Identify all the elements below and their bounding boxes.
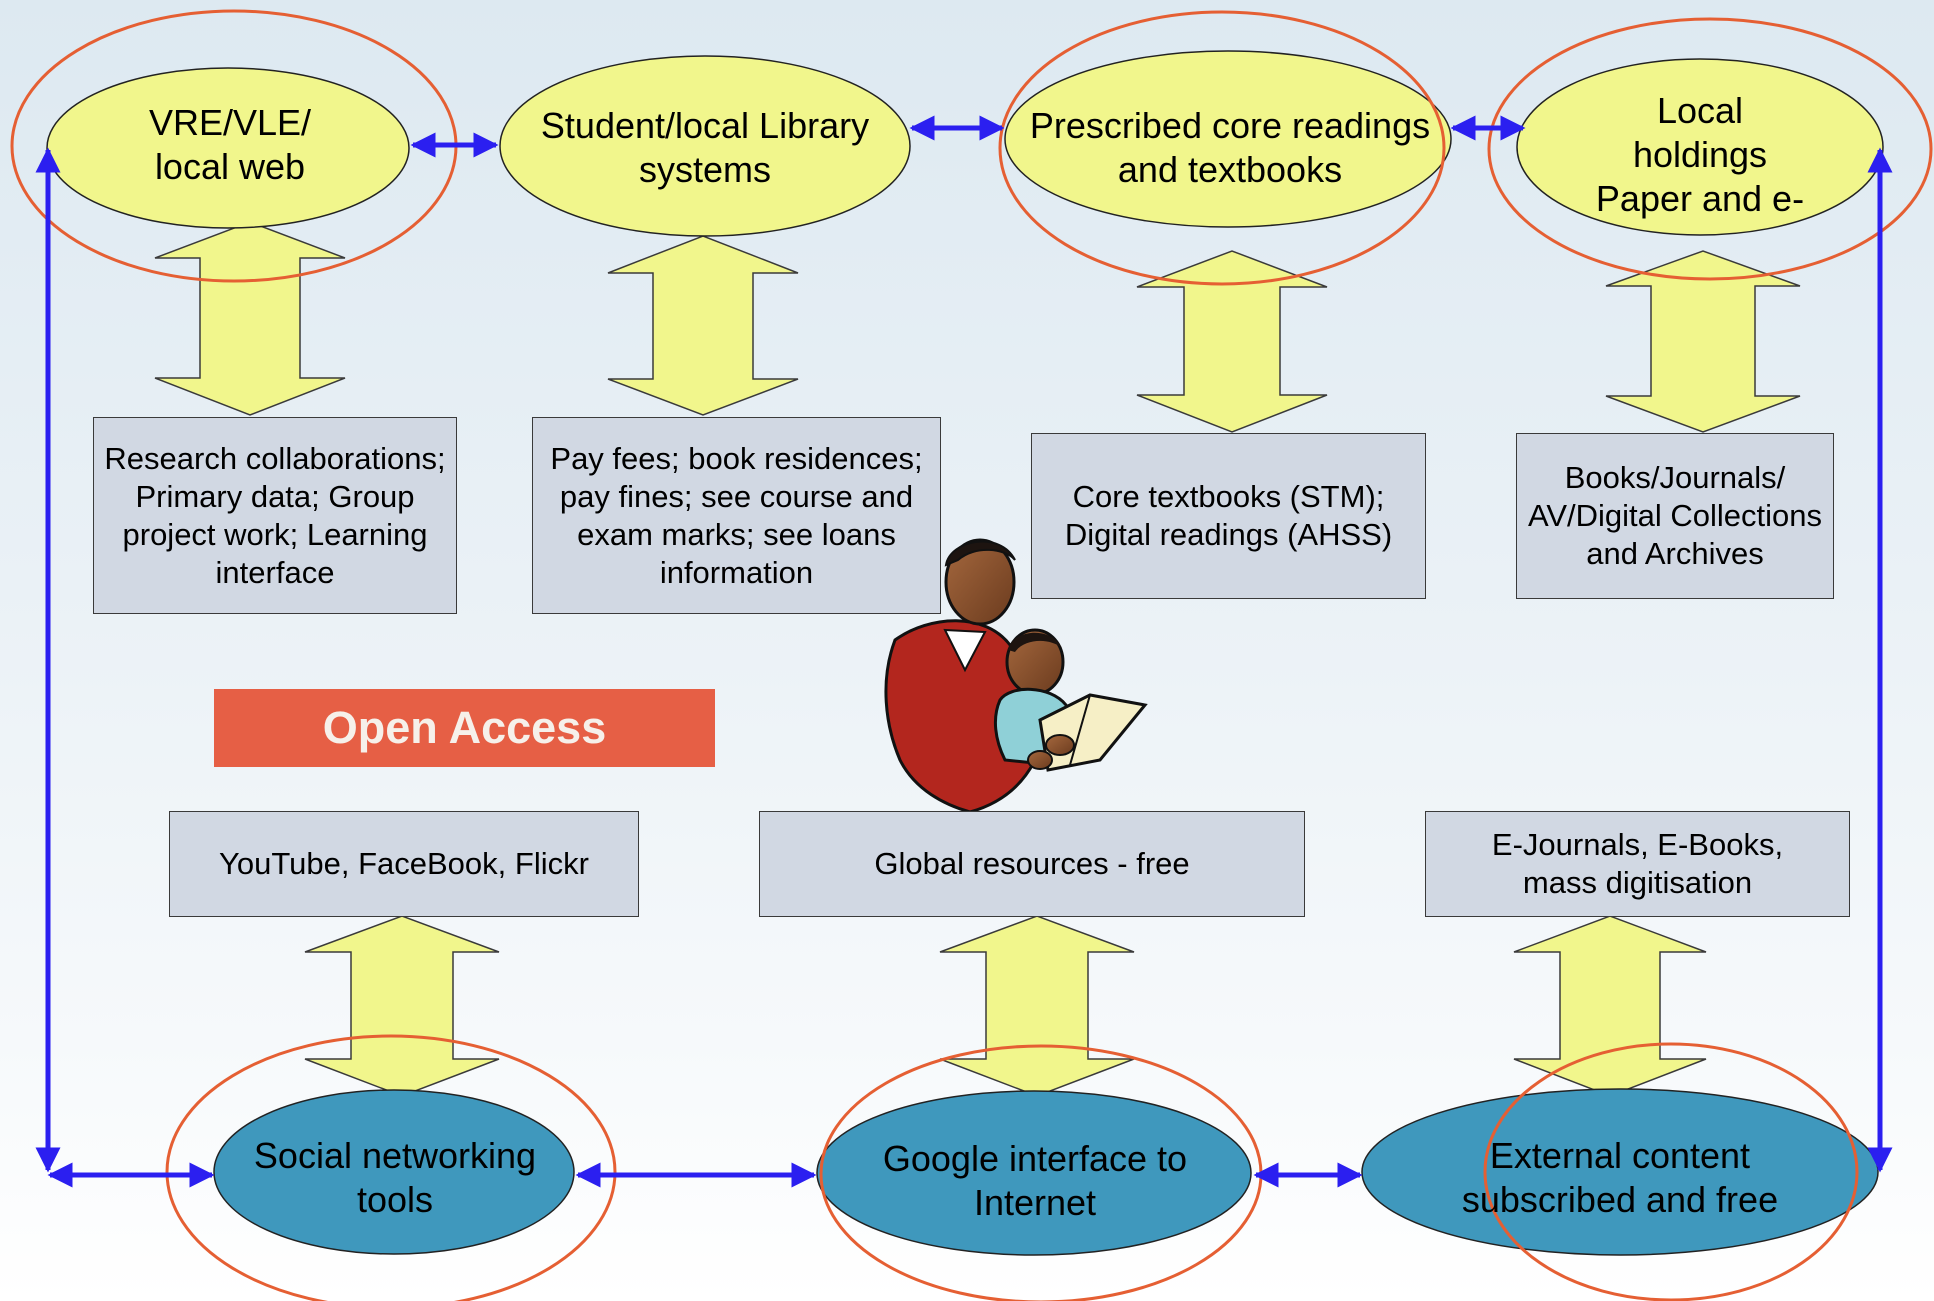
box-research: Research collaborations;Primary data; Gr… — [93, 417, 457, 614]
highlight-ring-external — [1483, 1042, 1859, 1301]
oval-holdings — [1516, 58, 1884, 236]
box-social-sites: YouTube, FaceBook, Flickr — [169, 811, 639, 917]
double-arrow-google — [939, 915, 1135, 1097]
box-fees: Pay fees; book residences;pay fines; see… — [532, 417, 941, 614]
double-arrow-vre — [154, 221, 346, 416]
box-global-resources: Global resources - free — [759, 811, 1305, 917]
double-arrow-social — [304, 915, 500, 1097]
node-vre-label: VRE/VLE/local web — [148, 102, 312, 187]
double-arrow-library — [607, 235, 799, 416]
highlight-ring-readings — [998, 10, 1446, 286]
open-access-banner: Open Access — [214, 689, 715, 767]
double-arrow-external — [1513, 915, 1707, 1097]
highlight-ring-holdings — [1487, 17, 1933, 281]
oval-google — [816, 1090, 1252, 1256]
box-ejournals: E-Journals, E-Books,mass digitisation — [1425, 811, 1850, 917]
oval-library — [499, 55, 911, 237]
box-textbooks: Core textbooks (STM);Digital readings (A… — [1031, 433, 1426, 599]
parent-reading-to-child-icon — [884, 538, 1148, 814]
